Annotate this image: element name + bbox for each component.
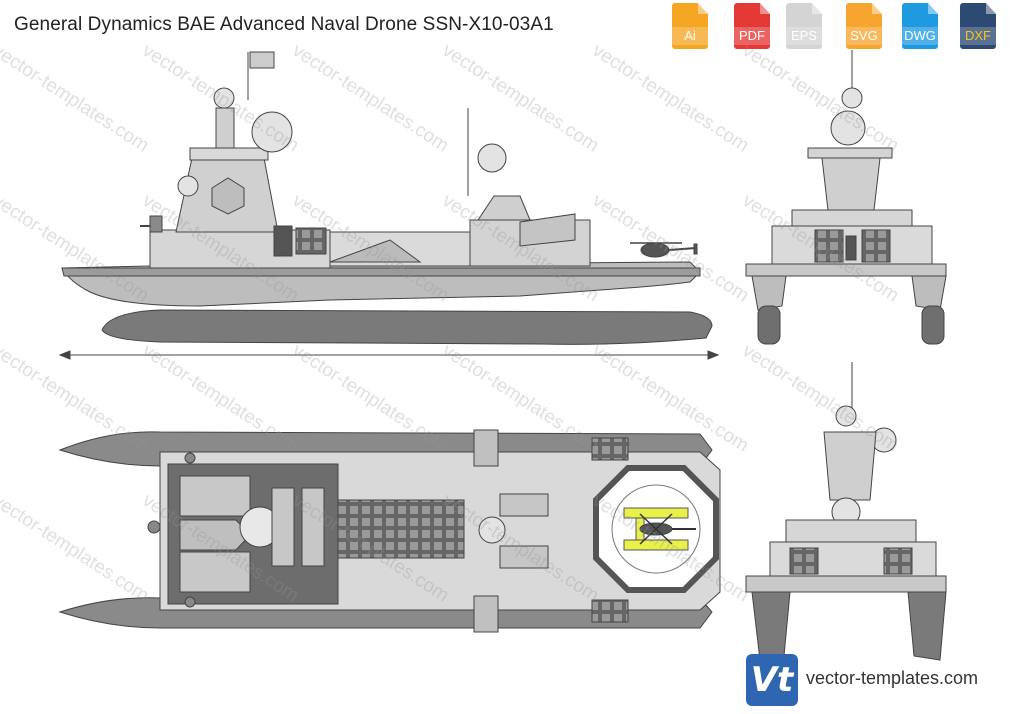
file-ai-icon[interactable]: Ai — [670, 3, 712, 51]
top-view — [58, 429, 721, 633]
length-dimension-arrow — [58, 350, 720, 360]
site-link[interactable]: vector-templates.com — [806, 668, 979, 688]
front-view — [745, 50, 947, 345]
vt-logo[interactable]: Vt — [746, 654, 798, 706]
file-svg-icon[interactable]: SVG — [844, 3, 886, 51]
page-title: General Dynamics BAE Advanced Naval Dron… — [14, 14, 554, 35]
file-dxf-icon[interactable]: DXF — [958, 3, 1000, 51]
rear-view — [745, 362, 947, 661]
helicopter-side — [630, 242, 698, 258]
file-eps-icon[interactable]: EPS — [784, 3, 826, 51]
side-view — [61, 51, 713, 345]
helipad — [593, 465, 719, 593]
file-pdf-icon[interactable]: PDF — [732, 3, 774, 51]
file-dwg-icon[interactable]: DWG — [900, 3, 942, 51]
